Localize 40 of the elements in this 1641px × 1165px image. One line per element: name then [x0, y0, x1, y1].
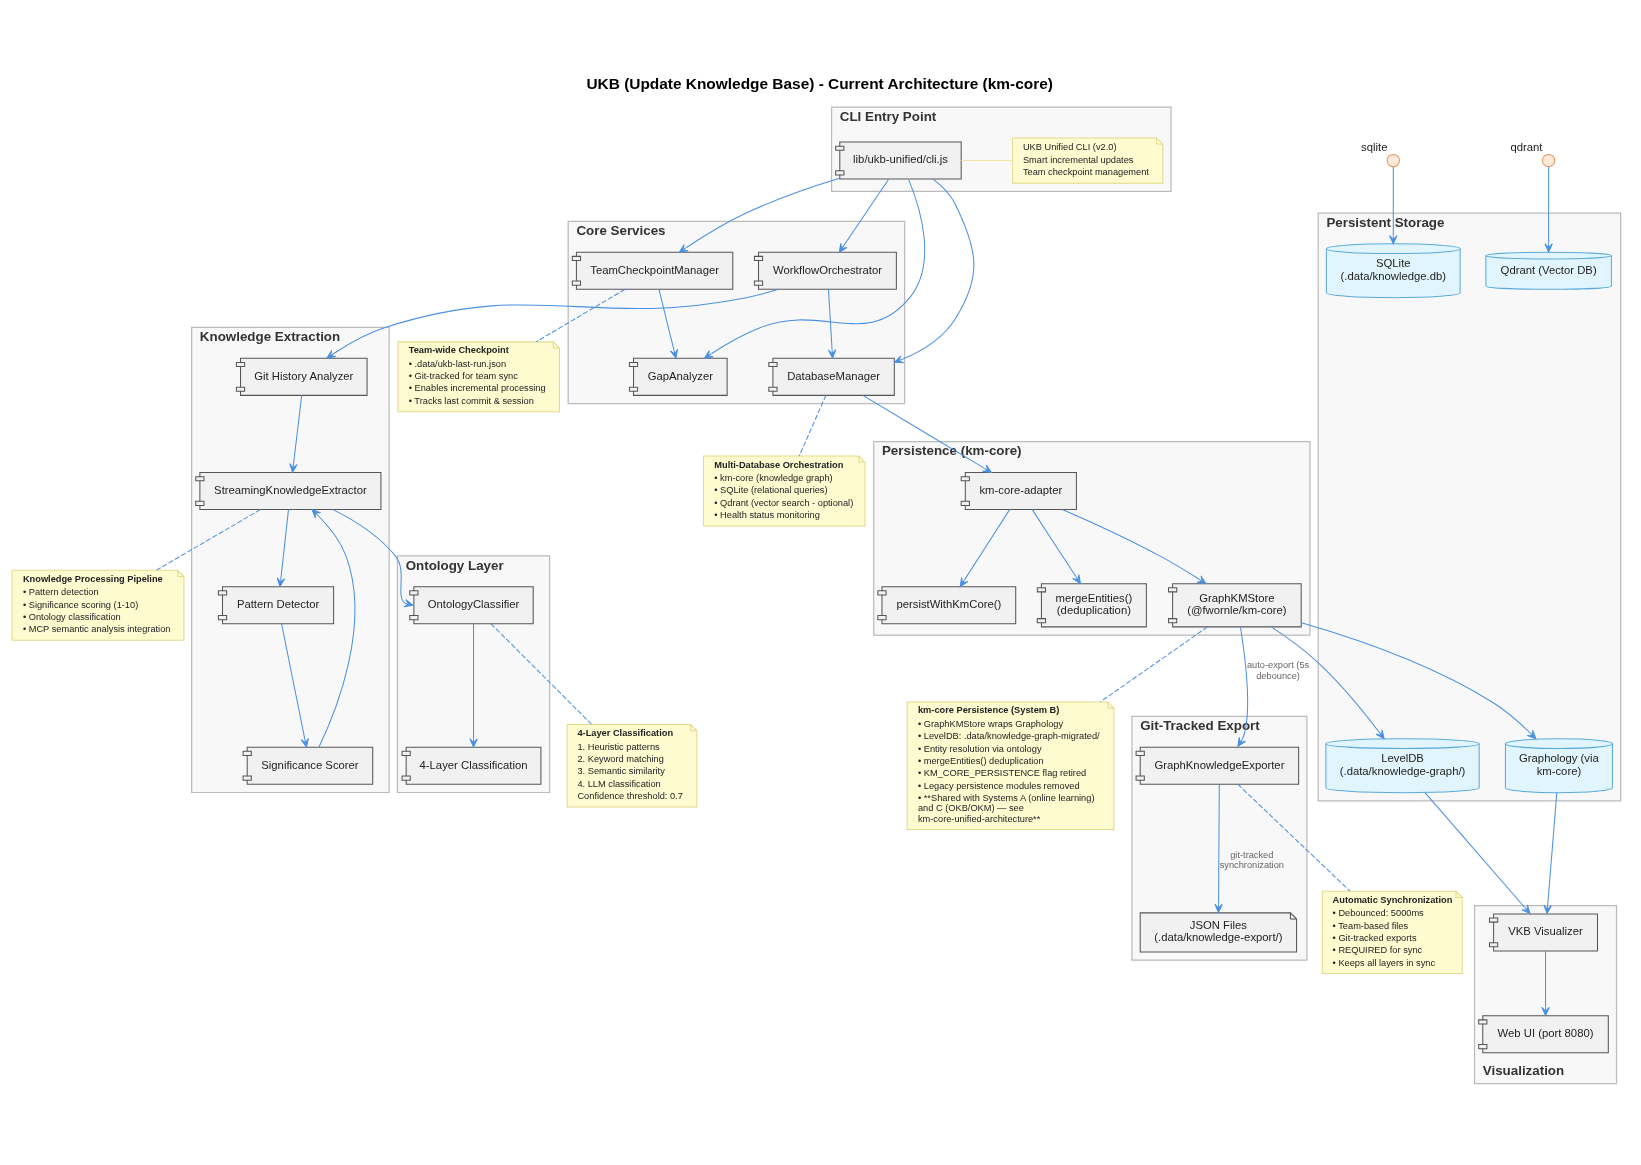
- arrow: [959, 509, 1011, 587]
- node-circle: [1541, 153, 1556, 168]
- arrow: [1389, 166, 1398, 245]
- arrow: [1031, 509, 1081, 584]
- diagram-title: UKB (Update Knowledge Base) - Current Architecture (km-core): [586, 74, 1053, 92]
- connector: [1237, 783, 1351, 892]
- arrow: [703, 178, 926, 359]
- arrow: [1300, 622, 1537, 740]
- arrow: [1541, 950, 1550, 1017]
- connector: [535, 288, 626, 343]
- arrow: [827, 288, 837, 359]
- arrow: [469, 623, 478, 748]
- arrow: [1544, 166, 1553, 253]
- connector: [490, 623, 593, 725]
- arrow: [1237, 626, 1248, 747]
- arrow: [658, 288, 679, 359]
- arrow: [1270, 626, 1385, 740]
- node-circle: [1386, 153, 1400, 168]
- arrow: [332, 509, 414, 608]
- arrow: [1062, 509, 1207, 585]
- arrow: [862, 394, 992, 473]
- arrow: [1214, 783, 1223, 913]
- connector: [156, 509, 261, 571]
- arrow: [894, 178, 975, 364]
- arrow: [281, 623, 309, 748]
- edge-label: git-tracked synchronization: [1219, 849, 1284, 870]
- arrow: [1424, 792, 1531, 915]
- arrow: [311, 509, 356, 748]
- arrow: [326, 288, 779, 359]
- arrow: [1543, 792, 1558, 915]
- edge-label: auto-export (5s debounce): [1246, 660, 1310, 681]
- node-label: qdrant: [1510, 141, 1543, 154]
- connector: [1099, 626, 1208, 703]
- arrow: [276, 509, 289, 587]
- arrow: [678, 177, 840, 253]
- arrow: [838, 178, 889, 253]
- connector: [960, 160, 1014, 162]
- node-label: sqlite: [1361, 141, 1388, 154]
- arrow: [289, 394, 303, 473]
- connector: [798, 394, 827, 457]
